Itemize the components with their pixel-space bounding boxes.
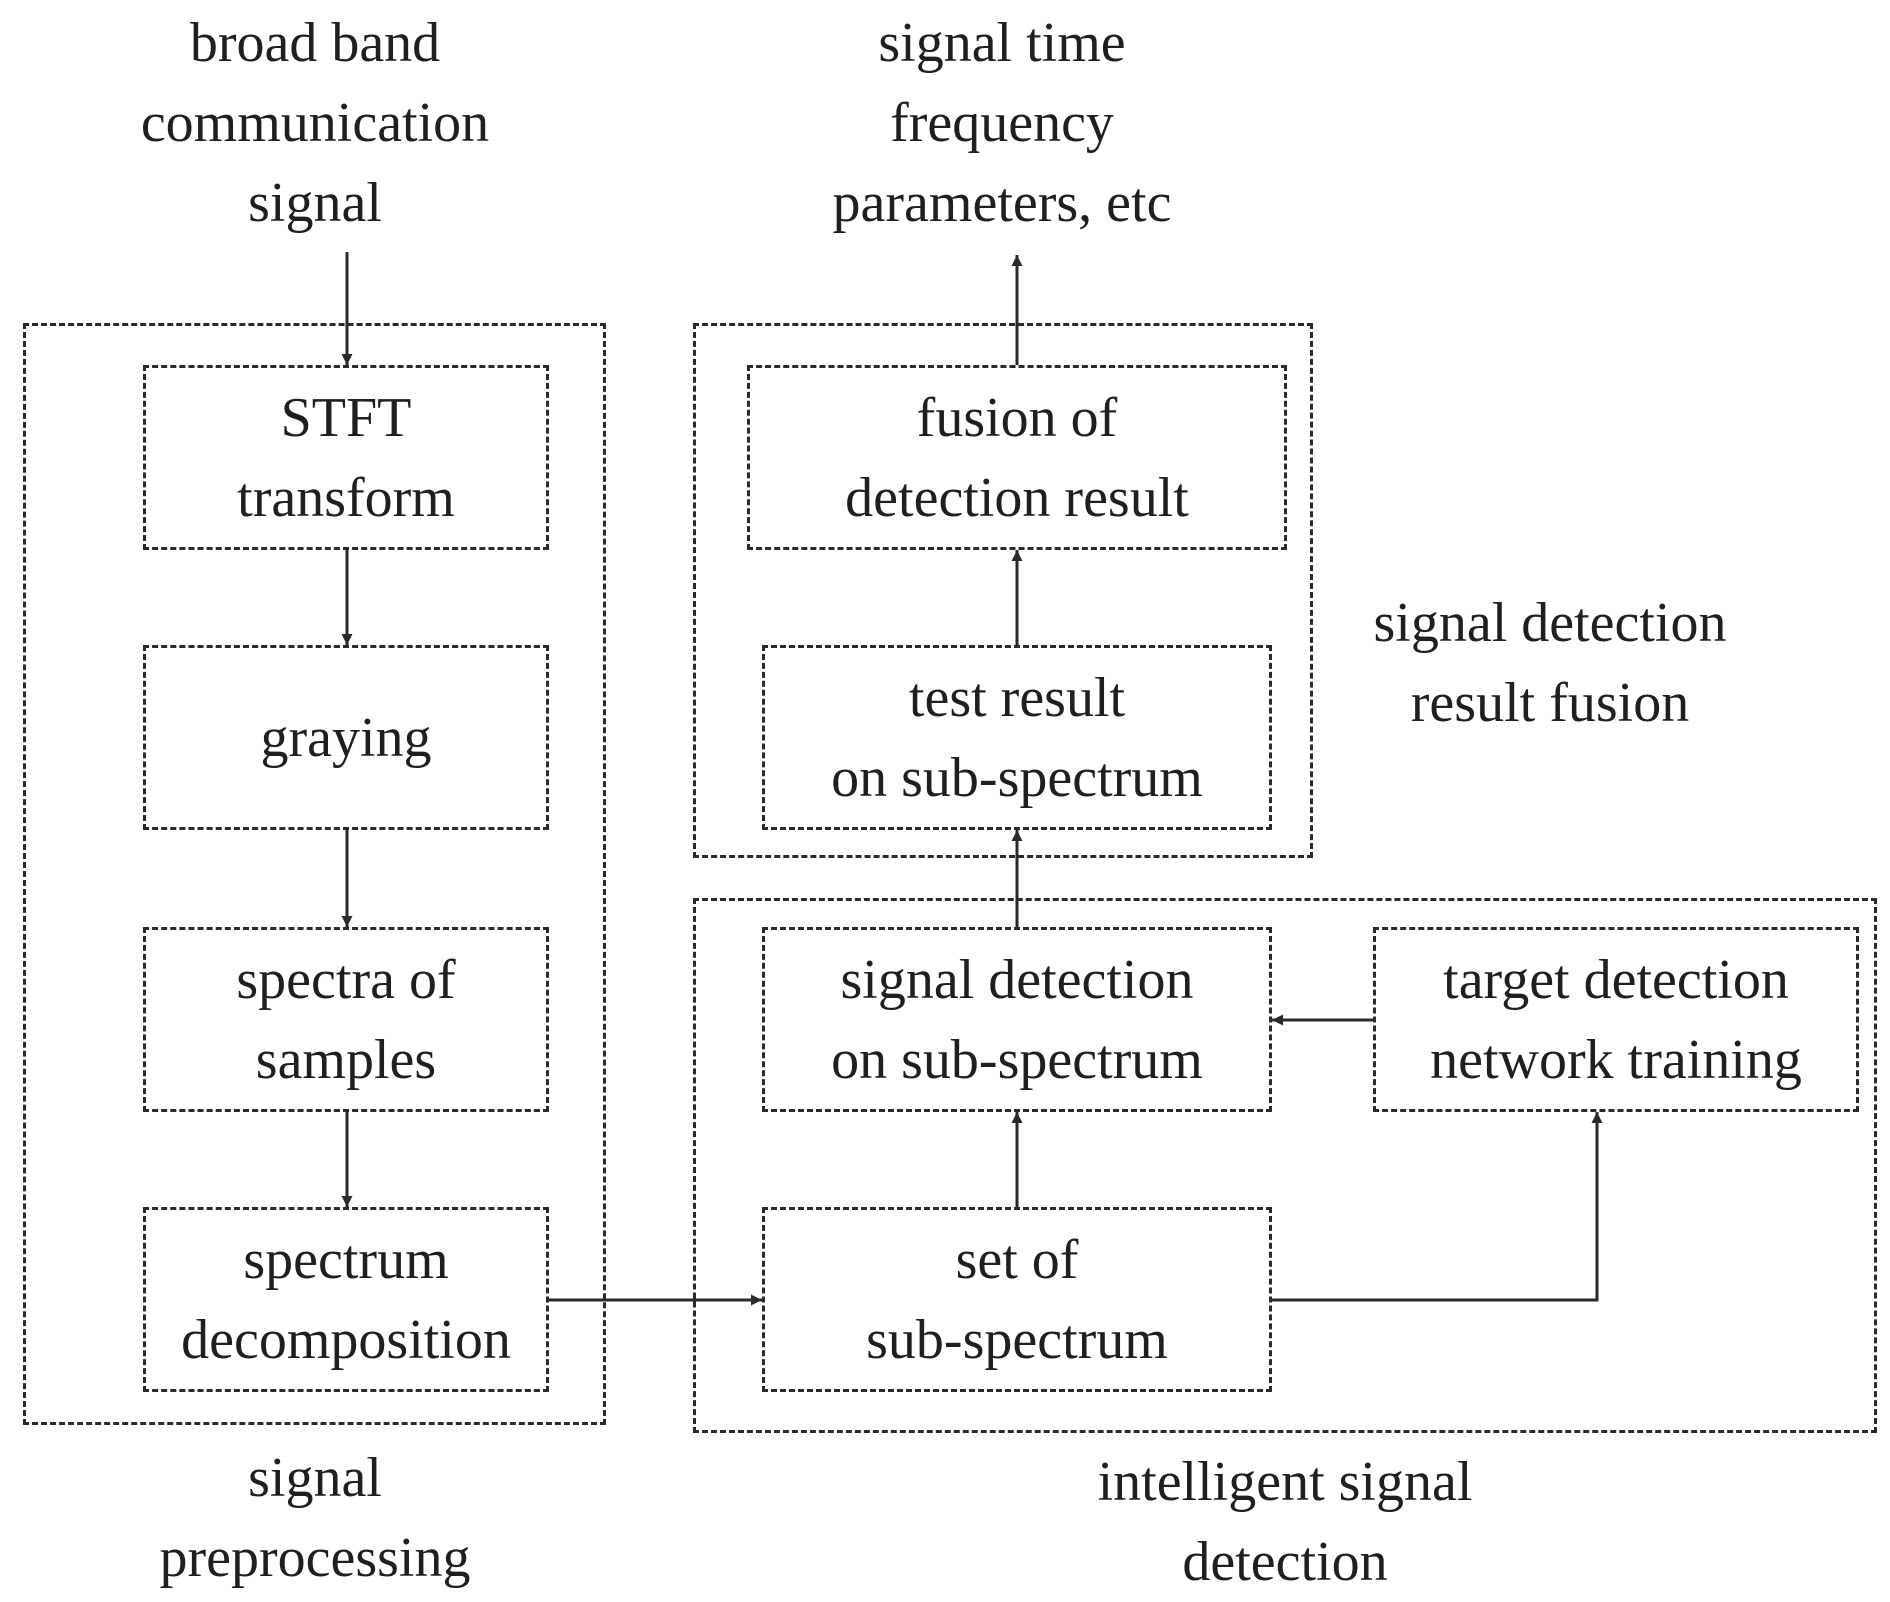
- label-line: frequency: [890, 92, 1114, 154]
- label-line: result fusion: [1410, 672, 1690, 734]
- box-text: spectra of: [236, 948, 456, 1011]
- label-line: signal time: [878, 12, 1126, 74]
- fusion-of-detection-result-box: fusion of detection result: [747, 365, 1287, 550]
- box-text: on sub-spectrum: [831, 746, 1203, 809]
- box-text: signal detection: [840, 948, 1194, 1011]
- intelligent-signal-detection-group: [693, 898, 1877, 1433]
- label-line: preprocessing: [159, 1527, 471, 1589]
- output-parameters-label: signal time frequency parameters, etc: [752, 3, 1252, 243]
- label-line: communication: [140, 92, 490, 154]
- signal-preprocessing-group: [23, 323, 606, 1425]
- box-text: set of: [955, 1228, 1079, 1291]
- target-detection-network-training-box: target detection network training: [1373, 927, 1859, 1112]
- graying-box: graying: [143, 645, 549, 830]
- signal-detection-result-fusion-label: signal detection result fusion: [1325, 583, 1775, 743]
- label-line: intelligent signal: [1097, 1451, 1473, 1513]
- box-text: STFT: [280, 386, 412, 449]
- label-line: detection: [1182, 1531, 1388, 1593]
- label-line: signal: [248, 172, 382, 234]
- box-text: test result: [908, 666, 1126, 729]
- box-text: network training: [1430, 1028, 1802, 1091]
- signal-detection-result-fusion-group: [693, 323, 1313, 858]
- box-text: samples: [255, 1028, 437, 1091]
- input-signal-label: broad band communication signal: [65, 3, 565, 243]
- label-line: broad band: [189, 12, 441, 74]
- stft-transform-box: STFT transform: [143, 365, 549, 550]
- signal-preprocessing-label: signal preprocessing: [65, 1438, 565, 1598]
- label-line: parameters, etc: [832, 172, 1172, 234]
- box-text: decomposition: [181, 1308, 511, 1371]
- label-line: signal: [248, 1447, 382, 1509]
- test-result-on-sub-spectrum-box: test result on sub-spectrum: [762, 645, 1272, 830]
- spectrum-decomposition-box: spectrum decomposition: [143, 1207, 549, 1392]
- arrow-subset-to-training: [1272, 1112, 1603, 1302]
- box-text: detection result: [845, 466, 1189, 529]
- box-text: transform: [237, 466, 455, 529]
- box-text: sub-spectrum: [866, 1308, 1168, 1371]
- spectra-of-samples-box: spectra of samples: [143, 927, 549, 1112]
- box-text: on sub-spectrum: [831, 1028, 1203, 1091]
- signal-detection-on-sub-spectrum-box: signal detection on sub-spectrum: [762, 927, 1272, 1112]
- box-text: spectrum: [243, 1228, 449, 1291]
- set-of-sub-spectrum-box: set of sub-spectrum: [762, 1207, 1272, 1392]
- box-text: fusion of: [916, 386, 1118, 449]
- box-text: graying: [260, 706, 432, 769]
- label-line: signal detection: [1373, 592, 1727, 654]
- box-text: target detection: [1443, 948, 1789, 1011]
- intelligent-signal-detection-label: intelligent signal detection: [1035, 1442, 1535, 1602]
